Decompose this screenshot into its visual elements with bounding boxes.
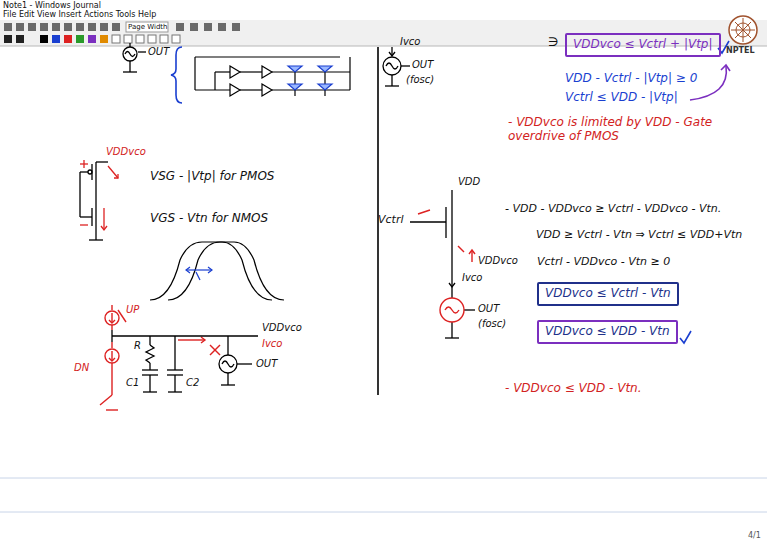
note-label: File Edit View Insert Actions Tools Help xyxy=(3,10,156,19)
note-label: - VDDvco is limited by VDD - Gate overdr… xyxy=(508,116,758,144)
note-label: ∋ xyxy=(548,36,558,50)
note-label: - VDDvco ≤ VDD - Vtn. xyxy=(505,382,642,396)
boxed-result: VDDvco ≤ Vctrl - Vtn xyxy=(537,282,679,306)
result-text: VDDvco ≤ VDD - Vtn xyxy=(545,325,670,339)
result-text: VDDvco ≤ Vctrl - Vtn xyxy=(545,287,671,301)
note-label: VSG - |Vtp| for PMOS xyxy=(150,170,274,184)
note-label: C1 xyxy=(126,377,139,389)
note-label: - VDD - VDDvco ≥ Vctrl - VDDvco - Vtn. xyxy=(505,203,721,216)
note-label: OUT xyxy=(148,46,169,58)
note-label: VDDvco xyxy=(478,255,518,267)
note-label: Ivco xyxy=(400,36,420,48)
result-text: VDDvco ≤ Vctrl + |Vtp| xyxy=(573,38,713,52)
note-label: VGS - Vtn for NMOS xyxy=(150,212,268,226)
note-label: R xyxy=(134,340,141,352)
note-label: (fosc) xyxy=(406,74,434,86)
note-label: (fosc) xyxy=(478,318,506,330)
note-label: VDD xyxy=(458,176,480,188)
note-label: OUT xyxy=(256,358,277,370)
note-label: Ivco xyxy=(262,338,282,350)
note-label: VDD ≥ Vctrl - Vtn ⇒ Vctrl ≤ VDD+Vtn xyxy=(536,229,742,242)
note-label: Vctrl xyxy=(378,214,403,227)
note-label: Note1 - Windows Journal xyxy=(3,1,101,10)
note-label: C2 xyxy=(186,377,199,389)
note-label: OUT xyxy=(478,303,499,315)
note-label: OUT xyxy=(412,59,433,71)
note-label: Ivco xyxy=(462,272,482,284)
note-label: Page Width xyxy=(128,23,168,31)
boxed-result: VDDvco ≤ VDD - Vtn xyxy=(537,320,678,344)
boxed-result: VDDvco ≤ Vctrl + |Vtp| xyxy=(565,33,721,57)
note-label: VDD - Vctrl - |Vtp| ≥ 0 xyxy=(565,72,697,86)
note-label: NPTEL xyxy=(726,46,755,55)
note-label: VDDvco xyxy=(106,146,146,158)
note-label: VDDvco xyxy=(262,322,302,334)
note-label: Vctrl ≤ VDD - |Vtp| xyxy=(565,91,678,105)
note-label: UP xyxy=(126,304,139,316)
note-label: Vctrl - VDDvco - Vtn ≥ 0 xyxy=(537,256,670,269)
note-label: 4/1 xyxy=(748,531,761,540)
note-label: DN xyxy=(74,362,89,374)
